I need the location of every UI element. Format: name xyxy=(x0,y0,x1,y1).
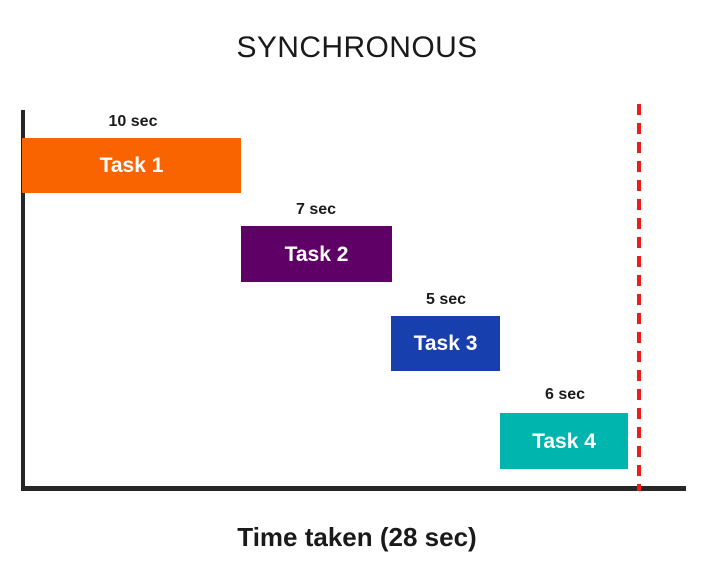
x-axis-line xyxy=(21,486,686,491)
y-axis-line xyxy=(21,110,25,490)
bar-task-4[interactable]: Task 4 xyxy=(500,413,628,469)
deadline-dashed-line xyxy=(637,104,641,491)
bar-label-task-2: Task 2 xyxy=(284,242,349,266)
bar-label-task-1: Task 1 xyxy=(99,154,164,177)
page-title: SYNCHRONOUS xyxy=(236,31,478,64)
duration-label-task-2: 7 sec xyxy=(295,201,337,218)
bar-task-2[interactable]: Task 2 xyxy=(241,226,392,282)
x-axis-caption: Time taken (28 sec) xyxy=(237,522,477,552)
duration-label-task-1: 10 sec xyxy=(108,113,158,130)
duration-label-task-3: 5 sec xyxy=(425,291,467,308)
bar-label-task-4: Task 4 xyxy=(532,429,596,453)
bar-task-1[interactable]: Task 1 xyxy=(22,138,241,193)
duration-label-task-4: 6 sec xyxy=(544,386,586,403)
bar-task-3[interactable]: Task 3 xyxy=(391,316,500,371)
bar-label-task-3: Task 3 xyxy=(413,332,478,355)
